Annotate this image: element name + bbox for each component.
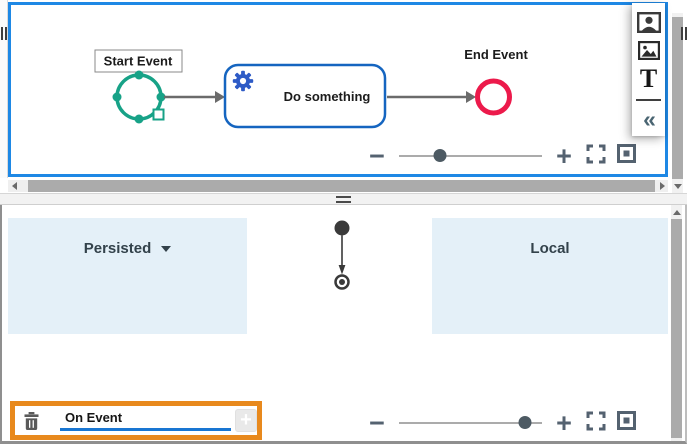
scroll-right-arrow-icon[interactable] [656, 180, 668, 192]
service-gear-icon [232, 70, 254, 92]
scroll-down-arrow-icon[interactable] [672, 180, 683, 193]
local-group-box[interactable]: Local [432, 218, 668, 334]
diagram-tool-palette: T « [632, 3, 665, 136]
diagram-zoom-controls: − + [365, 141, 637, 171]
zoom-in-button[interactable]: + [556, 141, 572, 171]
actual-size-icon[interactable] [616, 410, 637, 436]
zoom-out-button[interactable]: − [369, 408, 385, 438]
process-diagram-canvas[interactable]: Start Event [8, 2, 668, 177]
resize-handle-icon[interactable] [152, 108, 165, 121]
scroll-left-arrow-icon[interactable] [8, 180, 20, 192]
horizontal-scrollbar[interactable] [8, 180, 668, 192]
horizontal-scrollbar-thumb[interactable] [28, 180, 655, 192]
vertical-scrollbar-thumb[interactable] [672, 17, 683, 179]
initial-state-node[interactable] [334, 220, 350, 236]
selection-handle-icon[interactable] [156, 92, 166, 102]
persisted-label: Persisted [83, 240, 152, 257]
sequence-flow[interactable] [164, 91, 225, 103]
start-event-label[interactable]: Start Event [94, 49, 183, 73]
end-event-label: End Event [464, 47, 528, 62]
bpmn-diagram: Start Event [94, 47, 528, 129]
event-name-input[interactable]: On Event [60, 410, 231, 431]
fit-to-screen-icon[interactable] [585, 410, 607, 437]
event-edit-bar: On Event + [10, 401, 262, 440]
svg-text:Do something: Do something [284, 89, 371, 104]
splitter-grip-icon[interactable] [336, 196, 351, 203]
left-splitter[interactable] [0, 0, 8, 178]
local-label: Local [530, 240, 570, 257]
end-event-shape[interactable]: End Event [464, 47, 528, 116]
vertical-scrollbar-bottom[interactable] [671, 205, 682, 441]
svg-text:Start Event: Start Event [104, 54, 173, 69]
transition-arrow-icon [338, 265, 346, 275]
task-shape[interactable]: Do something [223, 63, 387, 129]
zoom-out-button[interactable]: − [369, 141, 385, 171]
actual-size-icon[interactable] [616, 143, 637, 169]
data-pane: Persisted Local On Ev [0, 205, 687, 444]
pane-splitter[interactable] [0, 193, 687, 205]
zoom-slider[interactable] [399, 149, 542, 162]
palette-divider [636, 99, 661, 101]
final-state-dot-icon [339, 279, 345, 285]
selection-handle-icon[interactable] [134, 70, 144, 80]
zoom-slider-knob[interactable] [518, 416, 532, 429]
selection-handle-icon[interactable] [134, 114, 144, 124]
sequence-flow[interactable] [387, 91, 476, 103]
chevron-down-icon[interactable] [161, 246, 172, 252]
zoom-in-button[interactable]: + [556, 408, 572, 438]
scroll-up-arrow-icon[interactable] [671, 206, 682, 218]
horizontal-scrollbar-track[interactable] [20, 180, 656, 192]
vertical-scrollbar-top[interactable] [672, 13, 683, 193]
actor-tool-icon[interactable] [636, 12, 661, 33]
text-tool-icon[interactable]: T [639, 64, 658, 93]
diagram-pane: Start Event [0, 0, 687, 193]
selection-handle-icon[interactable] [112, 92, 122, 102]
zoom-slider[interactable] [399, 416, 542, 429]
persisted-group-box[interactable]: Persisted [8, 218, 247, 334]
collapse-palette-icon[interactable]: « [643, 106, 656, 132]
add-event-button[interactable]: + [235, 409, 257, 432]
data-zoom-controls: − + [365, 408, 637, 438]
zoom-slider-knob[interactable] [433, 149, 447, 162]
trash-icon [24, 411, 39, 430]
lifecycle-mini-diagram[interactable] [320, 210, 365, 300]
right-splitter-grip-icon[interactable] [681, 27, 687, 40]
image-tool-icon[interactable] [637, 41, 660, 60]
left-splitter-grip-icon[interactable] [1, 27, 7, 40]
delete-button[interactable] [24, 411, 39, 430]
start-event-shape[interactable] [112, 70, 166, 124]
vertical-scrollbar-thumb[interactable] [671, 219, 682, 438]
fit-to-screen-icon[interactable] [585, 143, 607, 170]
